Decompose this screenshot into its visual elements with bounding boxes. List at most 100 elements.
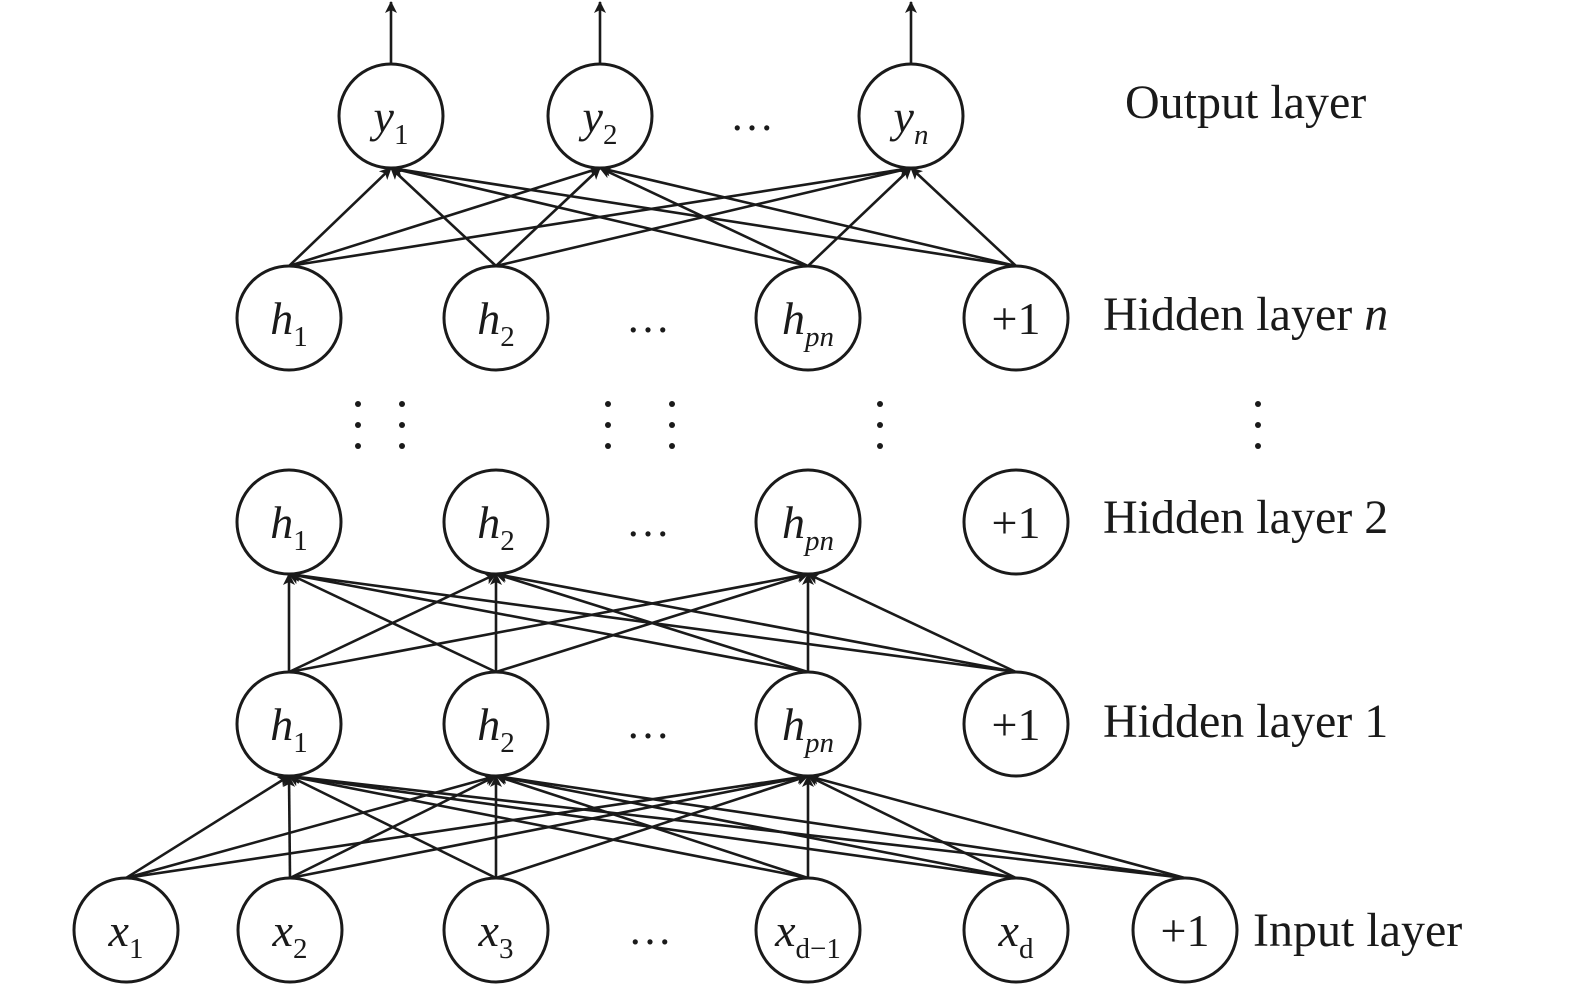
node-label: h2: [477, 293, 515, 353]
node-label-text: +1: [992, 293, 1041, 344]
node-label: +1: [992, 699, 1041, 750]
hidden-layer-1-label: Hidden layer 1: [1103, 695, 1388, 748]
edge-input-1-to-hidden-1-3: [125, 771, 809, 880]
node-label: x3: [478, 905, 514, 965]
node-label: h1: [270, 699, 308, 759]
hidden-2-node-2: h2: [442, 468, 550, 576]
node-circle: [962, 264, 1070, 372]
edge-hidden-n-4-to-output-2: [599, 164, 1017, 268]
node-circle: [337, 62, 445, 170]
node-label-base: h: [477, 293, 500, 344]
hidden-2-node-4: +1: [962, 468, 1070, 576]
node-label: y1: [370, 91, 409, 151]
node-circle: [442, 670, 550, 778]
vertical-dot-3-1: [605, 401, 611, 407]
vertical-dot-5-3: [877, 443, 883, 449]
node-label-subscript: d: [1019, 933, 1034, 965]
hidden-layer-2-label: Hidden layer 2: [1103, 491, 1388, 544]
node-label: xd−1: [774, 905, 841, 965]
hidden-2-node-1: h1: [235, 468, 343, 576]
input-node-5: xd: [962, 876, 1070, 984]
node-label-subscript: d−1: [796, 933, 841, 965]
node-circle: [754, 264, 862, 372]
node-label-base: h: [477, 699, 500, 750]
connection-edges: [125, 163, 1186, 880]
node-label: h2: [477, 699, 515, 759]
node-label-base: x: [998, 905, 1020, 956]
node-label-subscript: 2: [293, 933, 308, 965]
vertical-dot-3-3: [605, 443, 611, 449]
node-label-base: h: [270, 497, 293, 548]
edge-input-1-to-hidden-1-1: [125, 774, 290, 880]
output-node-2: y2: [546, 62, 654, 170]
edge-hidden-n-3-to-output-1: [390, 164, 809, 268]
hidden-1-node-3: hpn: [754, 670, 862, 778]
edge-hidden-1-4-to-hidden-2-2: [495, 570, 1017, 674]
node-label-base: y: [579, 91, 604, 142]
edge-input-4-to-hidden-1-1: [288, 772, 809, 880]
vertical-dot-6-3: [1255, 443, 1261, 449]
node-label: h2: [477, 497, 515, 557]
node-label-subscript: n: [914, 119, 929, 151]
edge-hidden-1-2-to-hidden-2-1: [288, 572, 497, 674]
node-label-base: y: [890, 91, 915, 142]
edge-hidden-1-3-to-hidden-2-1: [288, 570, 809, 674]
edge-input-6-to-hidden-1-2: [495, 771, 1186, 880]
node-label-subscript: 2: [500, 321, 515, 353]
node-label: y2: [579, 91, 618, 151]
hidden-n-node-3: hpn: [754, 264, 862, 372]
edge-input-6-to-hidden-1-1: [288, 771, 1186, 880]
node-label-subscript: 1: [129, 933, 144, 965]
hidden-1-node-2: h2: [442, 670, 550, 778]
input-node-2: x2: [236, 876, 344, 984]
node-label: +1: [992, 293, 1041, 344]
vertical-dot-2-2: [399, 422, 405, 428]
node-label: x1: [108, 905, 144, 965]
vertical-dot-1-3: [355, 443, 361, 449]
hidden-1-ellipsis: …: [626, 699, 670, 748]
hidden-1-node-1: h1: [235, 670, 343, 778]
vertical-dot-4-2: [669, 422, 675, 428]
horizontal-ellipses: ……………: [626, 91, 774, 954]
hidden-n-node-2: h2: [442, 264, 550, 372]
node-label-base: h: [782, 699, 805, 750]
vertical-dot-6-2: [1255, 422, 1261, 428]
hidden-2-node-3: hpn: [754, 468, 862, 576]
output-node-3: yn: [857, 62, 965, 170]
edge-input-5-to-hidden-1-1: [288, 771, 1017, 880]
node-label: +1: [1161, 905, 1210, 956]
vertical-dot-5-2: [877, 422, 883, 428]
node-label-subscript: 2: [500, 727, 515, 759]
node-label-subscript: pn: [803, 525, 834, 557]
node-label: h1: [270, 293, 308, 353]
node-label-subscript: 1: [293, 525, 308, 557]
input-node-4: xd−1: [754, 876, 862, 984]
edge-input-6-to-hidden-1-3: [807, 773, 1186, 880]
node-circle: [236, 876, 344, 984]
node-label-base: x: [272, 905, 294, 956]
node-circle: [235, 670, 343, 778]
input-layer-label: Input layer: [1253, 904, 1462, 957]
vertical-dot-4-3: [669, 443, 675, 449]
node-label-subscript: 3: [499, 933, 514, 965]
node-label-base: h: [270, 293, 293, 344]
edge-hidden-n-2-to-output-1: [390, 167, 497, 267]
vertical-dot-2-1: [399, 401, 405, 407]
input-ellipsis: …: [628, 905, 672, 954]
node-label: x2: [272, 905, 308, 965]
node-circle: [442, 264, 550, 372]
node-label: +1: [992, 497, 1041, 548]
output-arrows: [385, 1, 917, 64]
node-label: hpn: [782, 699, 834, 759]
node-label-base: x: [478, 905, 500, 956]
node-label-subscript: pn: [803, 321, 834, 353]
node-circle: [546, 62, 654, 170]
edge-hidden-n-4-to-output-1: [390, 163, 1017, 268]
node-circle: [962, 876, 1070, 984]
edge-input-5-to-hidden-1-2: [495, 772, 1017, 880]
output-ellipsis: …: [730, 91, 774, 140]
output-layer-label: Output layer: [1125, 76, 1366, 129]
edge-hidden-n-4-to-output-3: [910, 167, 1017, 267]
node-label-text: +1: [992, 699, 1041, 750]
